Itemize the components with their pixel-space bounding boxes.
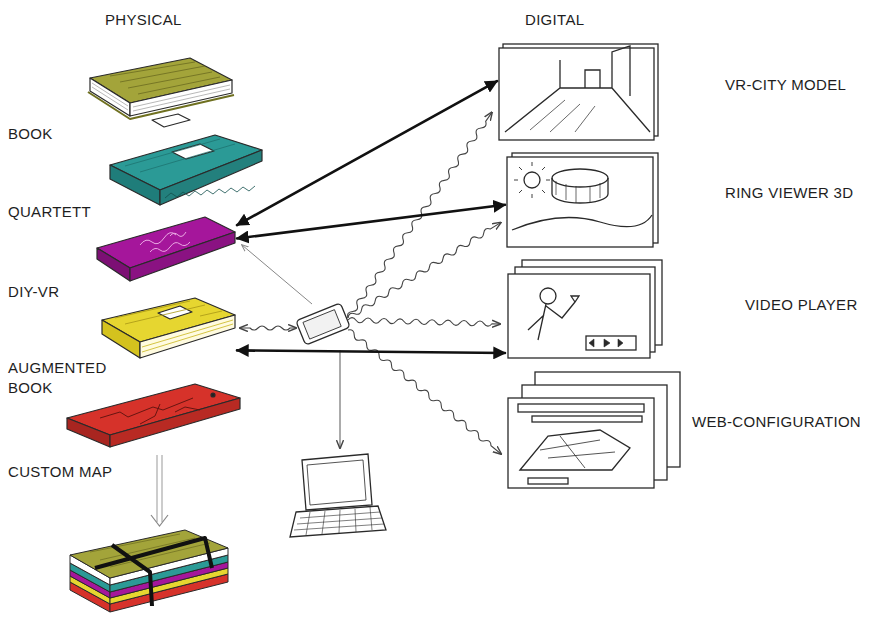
illustrated-item: RING VIEWER 3D xyxy=(505,152,660,248)
illustrated-item: DIY-VR xyxy=(95,215,237,282)
video-player-screen xyxy=(508,260,662,358)
bundle-sketch xyxy=(70,530,228,612)
item-label: VIDEO PLAYER xyxy=(745,295,858,315)
item-label: RING VIEWER 3D xyxy=(725,183,853,203)
vr-city-screen xyxy=(499,44,658,140)
illustrated-item: BOOK xyxy=(82,55,234,127)
item-label: QUARTETT xyxy=(8,202,91,222)
column-heading: PHYSICAL xyxy=(105,10,182,30)
illustrated-item: CUSTOM MAP xyxy=(65,382,242,448)
phone-sketch xyxy=(296,303,350,345)
laptop-sketch xyxy=(290,454,386,537)
diy-vr-sketch xyxy=(97,217,235,281)
illustrated-item: QUARTETT xyxy=(108,132,264,207)
custom-map-sketch xyxy=(67,384,240,447)
illustrated-item: WEB-CONFIGURATION xyxy=(505,370,685,490)
ring-viewer-screen xyxy=(507,153,658,247)
item-label: VR-CITY MODEL xyxy=(725,75,846,95)
illustrated-item: VIDEO PLAYER xyxy=(505,258,665,358)
phone-wavy-arrows xyxy=(240,111,503,456)
item-label: DIY-VR xyxy=(8,282,59,302)
column-heading: DIGITAL xyxy=(525,10,584,30)
bundle-arrow xyxy=(151,455,168,526)
item-label: CUSTOM MAP xyxy=(8,462,112,482)
link-arrow xyxy=(237,81,497,225)
item-label: AUGMENTED BOOK xyxy=(8,358,120,398)
quartett-sketch xyxy=(110,135,262,205)
illustrated-item: VR-CITY MODEL xyxy=(497,42,660,140)
link-arrow xyxy=(237,350,505,353)
item-label: WEB-CONFIGURATION xyxy=(692,412,861,432)
item-label: BOOK xyxy=(8,124,53,144)
web-configuration-screen xyxy=(508,372,680,488)
book-sketch xyxy=(88,58,234,127)
illustrated-item: AUGMENTED BOOK xyxy=(100,296,237,360)
link-arrow xyxy=(237,205,505,239)
augmented-book-sketch xyxy=(102,298,235,358)
